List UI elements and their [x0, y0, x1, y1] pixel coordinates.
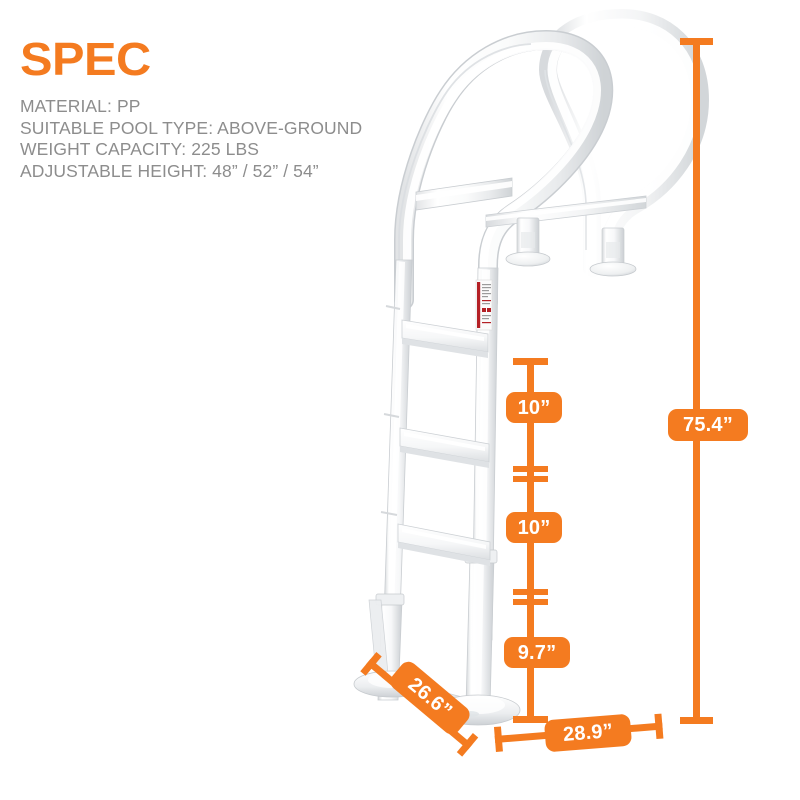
dimension-tick-top	[513, 358, 548, 365]
dimension-tick-divider-1b	[513, 476, 548, 482]
badge-step-gap-bottom: 9.7”	[504, 637, 570, 668]
dimension-tick-bottom	[513, 716, 548, 723]
overall-height-dimension-line	[693, 38, 700, 724]
dimension-tick-divider-2	[513, 589, 548, 595]
dimension-tick-divider-2b	[513, 599, 548, 605]
badge-step-gap-middle: 10”	[506, 512, 562, 543]
overall-height-tick-top	[680, 38, 713, 45]
badge-base-depth: 26.6”	[386, 658, 474, 738]
spec-line-adjustable-height: ADJUSTABLE HEIGHT: 48” / 52” / 54”	[20, 160, 319, 181]
spec-text-block: SPEC MATERIAL: PP SUITABLE POOL TYPE: AB…	[20, 36, 440, 182]
spec-title: SPEC	[20, 33, 151, 85]
spec-line-weight-capacity: WEIGHT CAPACITY: 225 LBS	[20, 139, 260, 159]
badge-step-gap-top: 10”	[506, 392, 562, 423]
spec-line-material: MATERIAL: PP	[20, 96, 141, 116]
overall-height-tick-bottom	[680, 717, 713, 724]
badge-overall-height: 75.4”	[668, 409, 748, 441]
spec-line-pool-type: SUITABLE POOL TYPE: ABOVE-GROUND	[20, 117, 363, 138]
dimension-tick-divider-1	[513, 466, 548, 472]
